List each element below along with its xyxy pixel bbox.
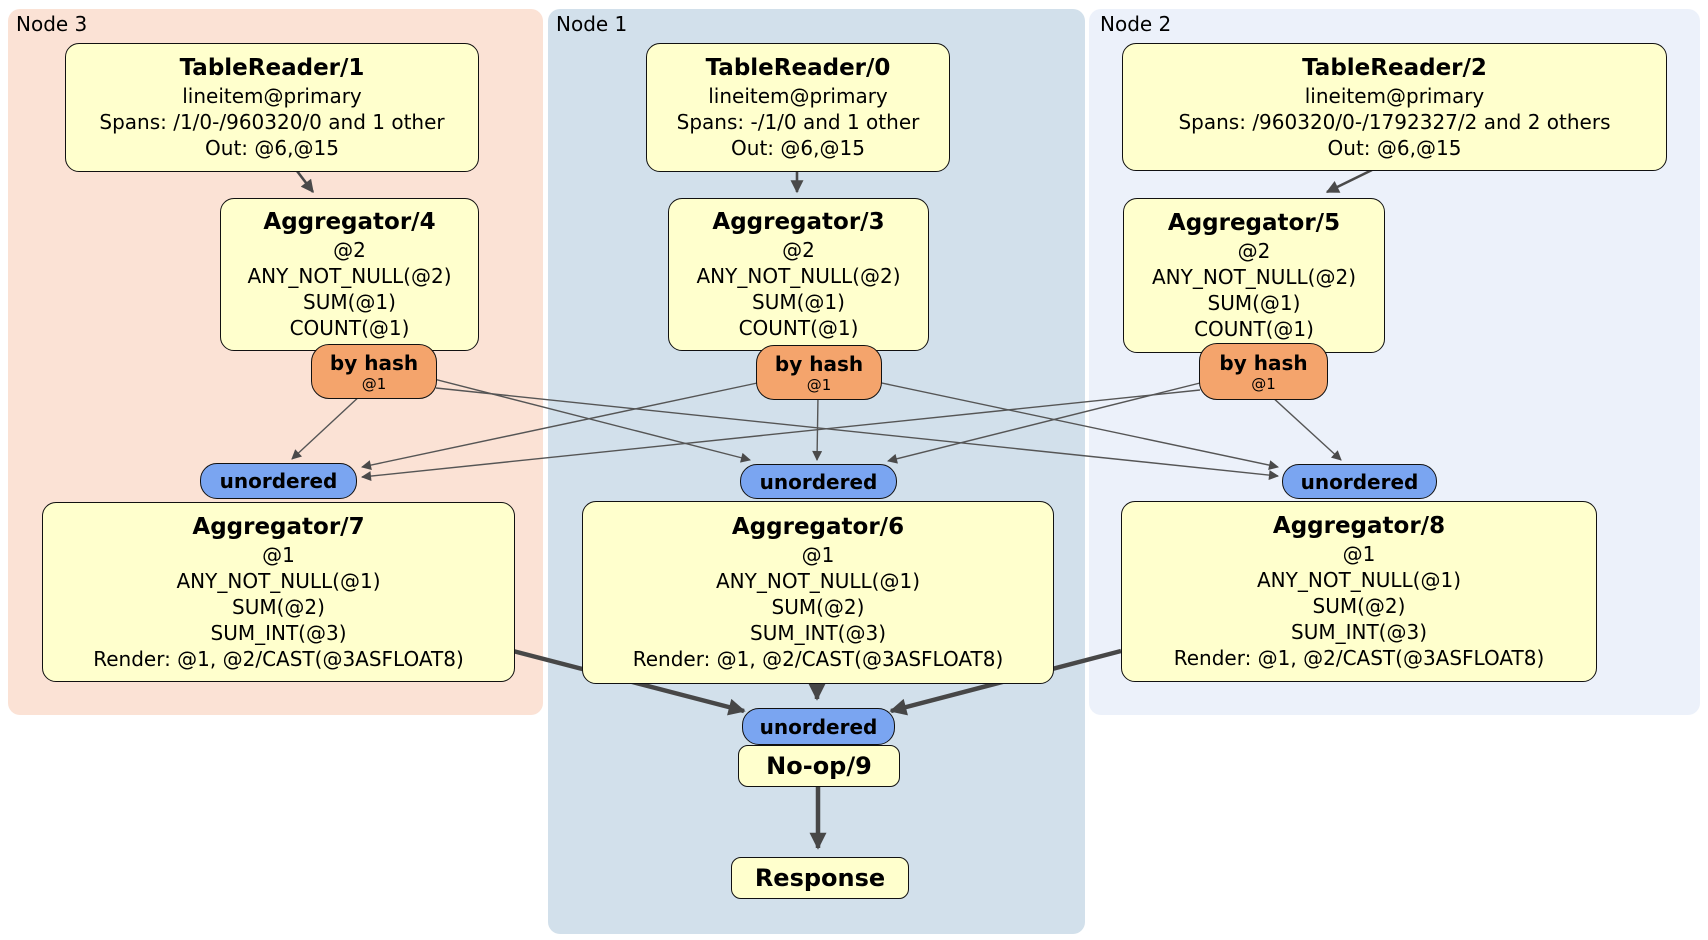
tablereader-0-box: TableReader/0 lineitem@primary Spans: -/… (646, 43, 950, 172)
aggregator-8-box: Aggregator/8 @1 ANY_NOT_NULL(@1) SUM(@2)… (1121, 501, 1597, 682)
aggregator-8-title: Aggregator/8 (1272, 513, 1446, 539)
node2-region-label: Node 2 (1100, 12, 1172, 36)
tablereader-1-spans: Spans: /1/0-/960320/0 and 1 other (99, 110, 445, 134)
aggregator-4-box: Aggregator/4 @2 ANY_NOT_NULL(@2) SUM(@1)… (220, 198, 479, 351)
aggregator-3-line: SUM(@1) (752, 290, 845, 314)
aggregator-5-line: ANY_NOT_NULL(@2) (1152, 265, 1356, 289)
noop-9-box: No-op/9 (738, 745, 900, 787)
edge-hash2-sync2 (1269, 394, 1342, 461)
tablereader-0-title: TableReader/0 (705, 55, 891, 81)
response-title: Response (754, 863, 886, 892)
tablereader-1-title: TableReader/1 (179, 55, 365, 81)
aggregator-6-box: Aggregator/6 @1 ANY_NOT_NULL(@1) SUM(@2)… (582, 501, 1054, 684)
aggregator-3-line: COUNT(@1) (738, 316, 859, 340)
edge-tr1-agg4 (295, 170, 315, 194)
edge-hash1-sync3 (361, 381, 763, 471)
unordered-label: unordered (219, 469, 338, 493)
tablereader-2-box: TableReader/2 lineitem@primary Spans: /9… (1122, 43, 1667, 171)
aggregator-4-line: SUM(@1) (303, 290, 396, 314)
noop-9-title: No-op/9 (766, 751, 872, 780)
by-hash-router-node3: by hash @1 (311, 344, 437, 399)
tablereader-2-title: TableReader/2 (1302, 54, 1487, 81)
edge-hash1-sync1 (812, 395, 823, 461)
edge-tr2-agg5 (1325, 168, 1373, 194)
tablereader-1-box: TableReader/1 lineitem@primary Spans: /1… (65, 43, 479, 172)
aggregator-5-line: COUNT(@1) (1194, 317, 1314, 341)
by-hash-label: by hash (329, 350, 419, 375)
node3-region-label: Node 3 (16, 12, 88, 36)
aggregator-3-box: Aggregator/3 @2 ANY_NOT_NULL(@2) SUM(@1)… (668, 198, 929, 351)
aggregator-4-title: Aggregator/4 (263, 209, 436, 235)
aggregator-4-line: ANY_NOT_NULL(@2) (247, 264, 452, 288)
aggregator-3-line: ANY_NOT_NULL(@2) (696, 264, 901, 288)
by-hash-detail: @1 (1251, 374, 1276, 393)
tablereader-2-index: lineitem@primary (1304, 83, 1485, 108)
by-hash-detail: @1 (806, 375, 832, 394)
tablereader-1-out: Out: @6,@15 (205, 136, 339, 160)
aggregator-5-box: Aggregator/5 @2 ANY_NOT_NULL(@2) SUM(@1)… (1123, 198, 1385, 353)
aggregator-6-title: Aggregator/6 (731, 514, 905, 540)
tablereader-0-spans: Spans: -/1/0 and 1 other (676, 110, 920, 134)
aggregator-6-line: ANY_NOT_NULL(@1) (716, 569, 920, 593)
aggregator-8-line: ANY_NOT_NULL(@1) (1257, 568, 1461, 592)
response-box: Response (731, 857, 909, 899)
edge-hash1-sync2 (876, 381, 1279, 471)
node1-region-label: Node 1 (556, 12, 628, 36)
by-hash-router-node2: by hash @1 (1199, 343, 1328, 400)
tablereader-1-index: lineitem@primary (182, 84, 362, 108)
edge-hash3-sync2 (435, 387, 1279, 481)
tablereader-2-spans: Spans: /960320/0-/1792327/2 and 2 others (1178, 109, 1611, 134)
by-hash-detail: @1 (361, 374, 387, 393)
aggregator-8-line: @1 (1342, 542, 1376, 566)
aggregator-8-line: SUM_INT(@3) (1291, 620, 1427, 644)
aggregator-3-title: Aggregator/3 (712, 209, 885, 235)
aggregator-3-line: @2 (782, 238, 815, 262)
unordered-label: unordered (759, 469, 878, 494)
unordered-sync-node1: unordered (740, 464, 897, 499)
aggregator-4-line: @2 (333, 238, 366, 262)
aggregator-7-line: @1 (262, 542, 295, 567)
aggregator-8-line: Render: @1, @2/CAST(@3ASFLOAT8) (1173, 646, 1545, 670)
aggregator-7-title: Aggregator/7 (192, 513, 365, 540)
edge-hash3-sync3 (291, 393, 363, 460)
aggregator-4-line: COUNT(@1) (289, 316, 410, 340)
aggregator-6-line: Render: @1, @2/CAST(@3ASFLOAT8) (632, 647, 1004, 671)
aggregator-5-line: @2 (1237, 239, 1271, 263)
tablereader-0-index: lineitem@primary (708, 84, 888, 108)
aggregator-7-line: ANY_NOT_NULL(@1) (176, 568, 381, 593)
by-hash-label: by hash (774, 351, 864, 376)
aggregator-5-title: Aggregator/5 (1167, 210, 1341, 236)
unordered-label: unordered (1300, 469, 1419, 494)
by-hash-label: by hash (1219, 350, 1308, 375)
unordered-sync-node3: unordered (200, 463, 357, 499)
aggregator-7-box: Aggregator/7 @1 ANY_NOT_NULL(@1) SUM(@2)… (42, 502, 515, 682)
unordered-label: unordered (759, 714, 878, 739)
aggregator-6-line: @1 (801, 543, 835, 567)
aggregator-7-line: SUM(@2) (232, 594, 325, 619)
aggregator-6-line: SUM_INT(@3) (750, 621, 886, 645)
tablereader-2-out: Out: @6,@15 (1327, 135, 1462, 160)
tablereader-0-out: Out: @6,@15 (731, 136, 865, 160)
aggregator-5-line: SUM(@1) (1207, 291, 1301, 315)
edge-hash2-sync3 (361, 389, 1201, 482)
aggregator-7-line: SUM_INT(@3) (210, 620, 347, 645)
aggregator-6-line: SUM(@2) (771, 595, 865, 619)
unordered-sync-final: unordered (742, 708, 895, 745)
unordered-sync-node2: unordered (1282, 464, 1437, 499)
aggregator-8-line: SUM(@2) (1312, 594, 1406, 618)
aggregator-7-line: Render: @1, @2/CAST(@3ASFLOAT8) (93, 646, 464, 671)
by-hash-router-node1: by hash @1 (756, 345, 882, 400)
